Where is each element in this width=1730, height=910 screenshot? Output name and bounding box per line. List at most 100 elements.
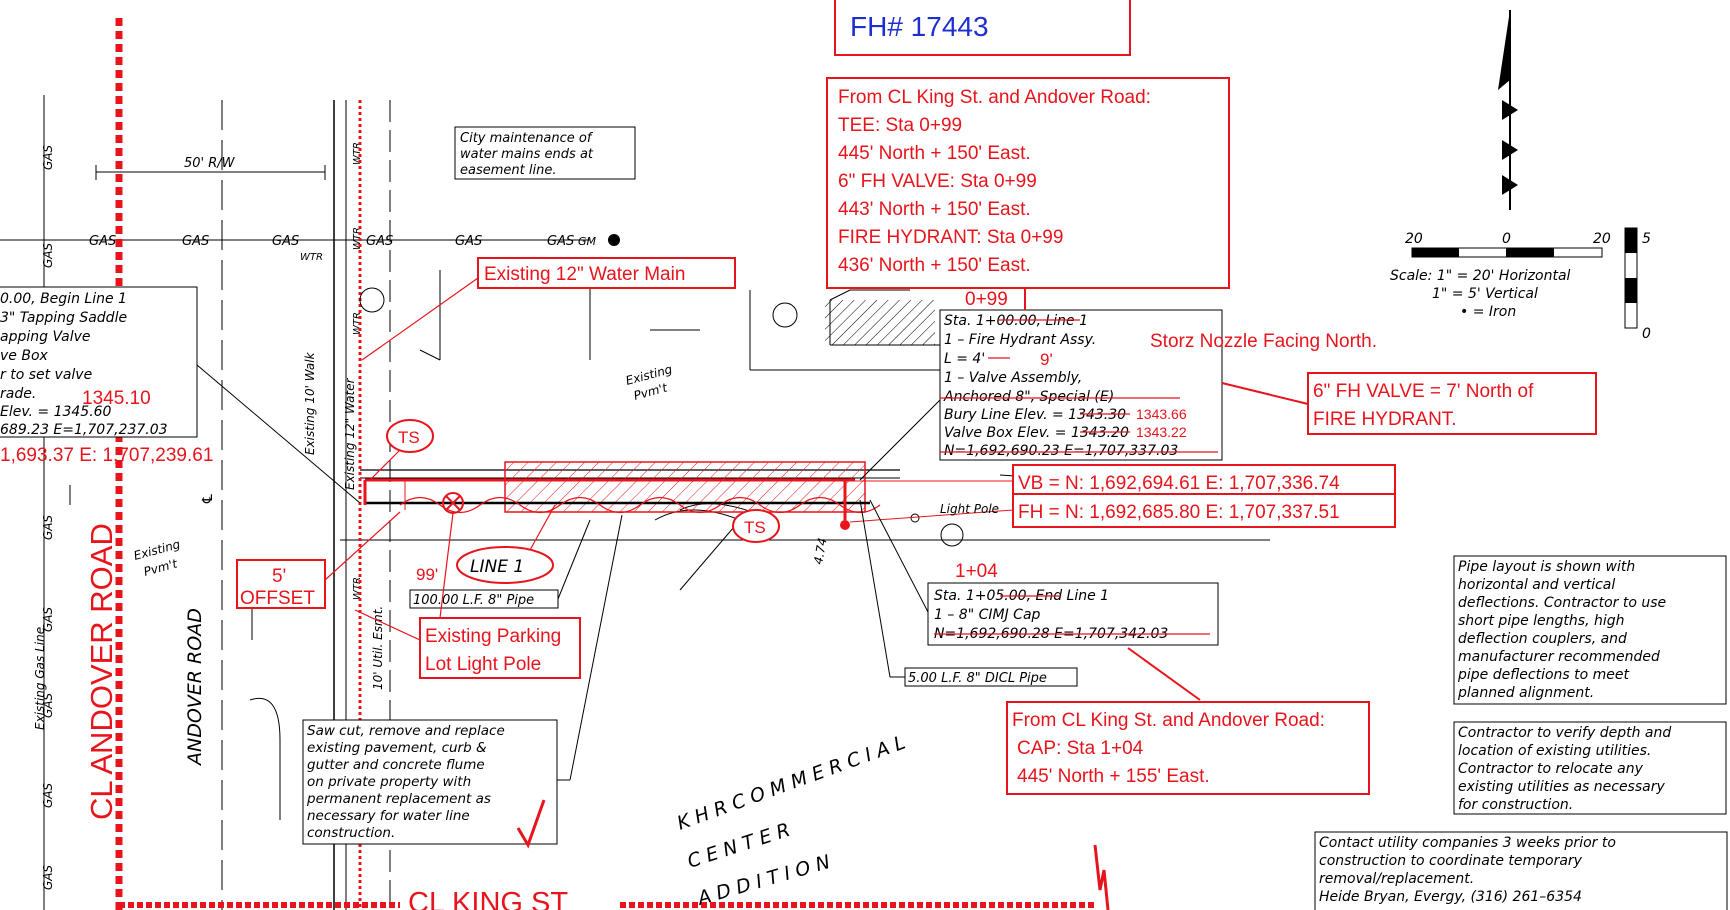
gm-label: GM [578, 235, 597, 248]
gas-label-2: GAS [182, 234, 209, 249]
gas-v-2: GAS [41, 242, 55, 268]
light-pole-0: Existing Parking [425, 626, 561, 647]
city-maint-1: water mains ends at [460, 147, 594, 162]
saw-1: existing pavement, curb & [307, 740, 486, 756]
loc1-line-6: 436' North + 150' East. [838, 255, 1031, 276]
valve-note-box: 6" FH VALVE = 7' North of FIRE HYDRANT. [1221, 372, 1597, 435]
saw-5: necessary for water line [307, 808, 470, 824]
gas-v-3: GAS [41, 514, 55, 540]
wtr-v-2: WTR [352, 227, 363, 250]
layout-4: deflection couplers, and [1458, 631, 1627, 647]
trees [359, 287, 964, 547]
gas-vertical-labels: GAS GAS GAS GAS GAS GAS GAS Existing Gas… [33, 144, 55, 890]
wtr-v-4: WTR [352, 577, 363, 600]
fh-coords: FH = N: 1,692,685.80 E: 1,707,337.51 [1018, 502, 1340, 523]
city-maintenance-note: City maintenance of water mains ends at … [454, 126, 636, 180]
gas-label-5: GAS [455, 234, 482, 249]
fh-assy-4: Anchored 8", Special (E) [943, 389, 1114, 405]
light-pole-label: Light Pole [940, 502, 999, 516]
begin-6: Elev. = 1345.60 [0, 404, 112, 420]
location-box-2: From CL King St. and Andover Road: CAP: … [1006, 701, 1370, 795]
sta-099: 0+99 [965, 289, 1008, 310]
gas-v-7: GAS [41, 864, 55, 890]
scale-tick-mid: 0 [1502, 231, 1511, 247]
line-1-label: LINE 1 [456, 504, 556, 584]
loc1-line-0: From CL King St. and Andover Road: [838, 87, 1151, 108]
sta-104: 1+04 [955, 561, 998, 582]
dim-99: 99' [416, 565, 438, 584]
begin-4: r to set valve [0, 367, 92, 383]
saw-4: permanent replacement as [306, 791, 491, 807]
existing-main-text: Existing 12" Water Main [484, 264, 685, 285]
coords-begin: 1,693.37 E: 1,707,239.61 [0, 445, 213, 466]
coord-boxes: VB = N: 1,692,694.61 E: 1,707,336.74 FH … [849, 464, 1396, 528]
storz-text: Storz Nozzle Facing North. [1150, 331, 1377, 352]
cl-symbol: ℄ [200, 492, 216, 505]
elev-begin: 1345.10 [82, 388, 151, 409]
loc2-line-1: CAP: Sta 1+04 [1017, 738, 1144, 759]
loc2-line-0: From CL King St. and Andover Road: [1012, 710, 1325, 731]
fh-assembly-note: Sta. 1+00.00, Line 1 1 – Fire Hydrant As… [859, 288, 1223, 481]
fh-number-box: FH# 17443 [834, 0, 1131, 56]
gas-v-1: GAS [41, 144, 55, 170]
layout-7: planned alignment. [1457, 685, 1594, 701]
wtr-label-h: WTR [300, 252, 323, 263]
loc1-line-1: TEE: Sta 0+99 [838, 115, 962, 136]
andover-road: ANDOVER ROAD [184, 608, 206, 767]
light-pole-1: Lot Light Pole [425, 654, 541, 675]
wtr-v-1: WTR [352, 142, 363, 165]
verify-0: Contractor to verify depth and [1458, 725, 1671, 741]
ts-markers: TS TS [369, 419, 780, 543]
scale-tick-right: 20 [1593, 231, 1611, 247]
gas-v-6: GAS [41, 782, 55, 808]
contact-3: Heide Bryan, Evergy, (316) 261–6354 [1319, 889, 1582, 905]
dim-474: 4.74 [811, 537, 829, 566]
begin-1: 3" Tapping Saddle [0, 310, 127, 326]
pipe-labels: 100.00 L.F. 8" Pipe 5.00 L.F. 8" DICL Pi… [409, 499, 1078, 687]
verify-4: for construction. [1458, 797, 1573, 813]
saw-cut-note: Saw cut, remove and replace existing pav… [302, 514, 623, 849]
ts-1: TS [398, 428, 420, 447]
scale-vert-top: 5 [1642, 231, 1651, 247]
verify-2: Contractor to relocate any [1458, 761, 1644, 777]
pipe-500: 5.00 L.F. 8" DICL Pipe [908, 671, 1047, 686]
contact-0: Contact utility companies 3 weeks prior … [1319, 835, 1616, 851]
fh-assy-2: L = 4' [944, 351, 985, 367]
wtr-v-3: WTR [352, 312, 363, 335]
offset-0: 5' [272, 566, 286, 587]
city-maint-2: easement line. [460, 163, 556, 178]
gas-label-6: GAS [547, 234, 574, 249]
loc1-line-5: FIRE HYDRANT: Sta 0+99 [838, 227, 1063, 248]
saw-0: Saw cut, remove and replace [307, 723, 505, 739]
end-line-note: Sta. 1+05.00, End Line 1 1 – 8" CIMJ Cap… [869, 499, 1219, 701]
bury-elev: 1343.66 [1136, 406, 1187, 422]
verify-1: location of existing utilities. [1458, 743, 1651, 759]
vbox-elev: 1343.22 [1136, 424, 1187, 440]
fh-assy-6: Valve Box Elev. = 1343.20 [944, 425, 1129, 441]
location-box-1: From CL King St. and Andover Road: TEE: … [826, 77, 1230, 289]
layout-1: horizontal and vertical [1458, 577, 1615, 593]
saw-3: on private property with [307, 774, 471, 790]
contact-1: construction to coordinate temporary [1319, 853, 1583, 869]
light-pole-callout: Existing Parking Lot Light Pole [354, 512, 581, 679]
vb-coords: VB = N: 1,692,694.61 E: 1,707,336.74 [1018, 473, 1340, 494]
layout-0: Pipe layout is shown with [1458, 559, 1635, 575]
offset-box: 5' OFFSET [236, 511, 401, 609]
layout-6: pipe deflections to meet [1457, 667, 1630, 683]
scale-line-2: 1" = 5' Vertical [1432, 286, 1538, 302]
city-maint-0: City maintenance of [460, 131, 594, 146]
row-label: 50' R/W [184, 156, 236, 171]
layout-2: deflections. Contractor to use [1458, 595, 1666, 611]
existing-main-callout: Existing 12" Water Main [361, 257, 736, 361]
begin-2: apping Valve [0, 329, 91, 345]
loc1-line-3: 6" FH VALVE: Sta 0+99 [838, 171, 1037, 192]
water-vertical-labels: WTR WTR WTR WTR WTR Existing 10' Walk Ex… [303, 142, 385, 745]
end-1: 1 – 8" CIMJ Cap [934, 607, 1041, 623]
loc2-line-2: 445' North + 155' East. [1017, 766, 1210, 787]
fh-assy-7: N=1,692,690.23 E=1,707,337.03 [944, 443, 1178, 459]
util-esmt-label: 10' Util. Esmt. [371, 606, 385, 690]
verify-utilities-note: Contractor to verify depth and location … [1453, 721, 1727, 815]
gas-label-3: GAS [272, 234, 299, 249]
fh-assy-3: 1 – Valve Assembly, [944, 370, 1082, 386]
